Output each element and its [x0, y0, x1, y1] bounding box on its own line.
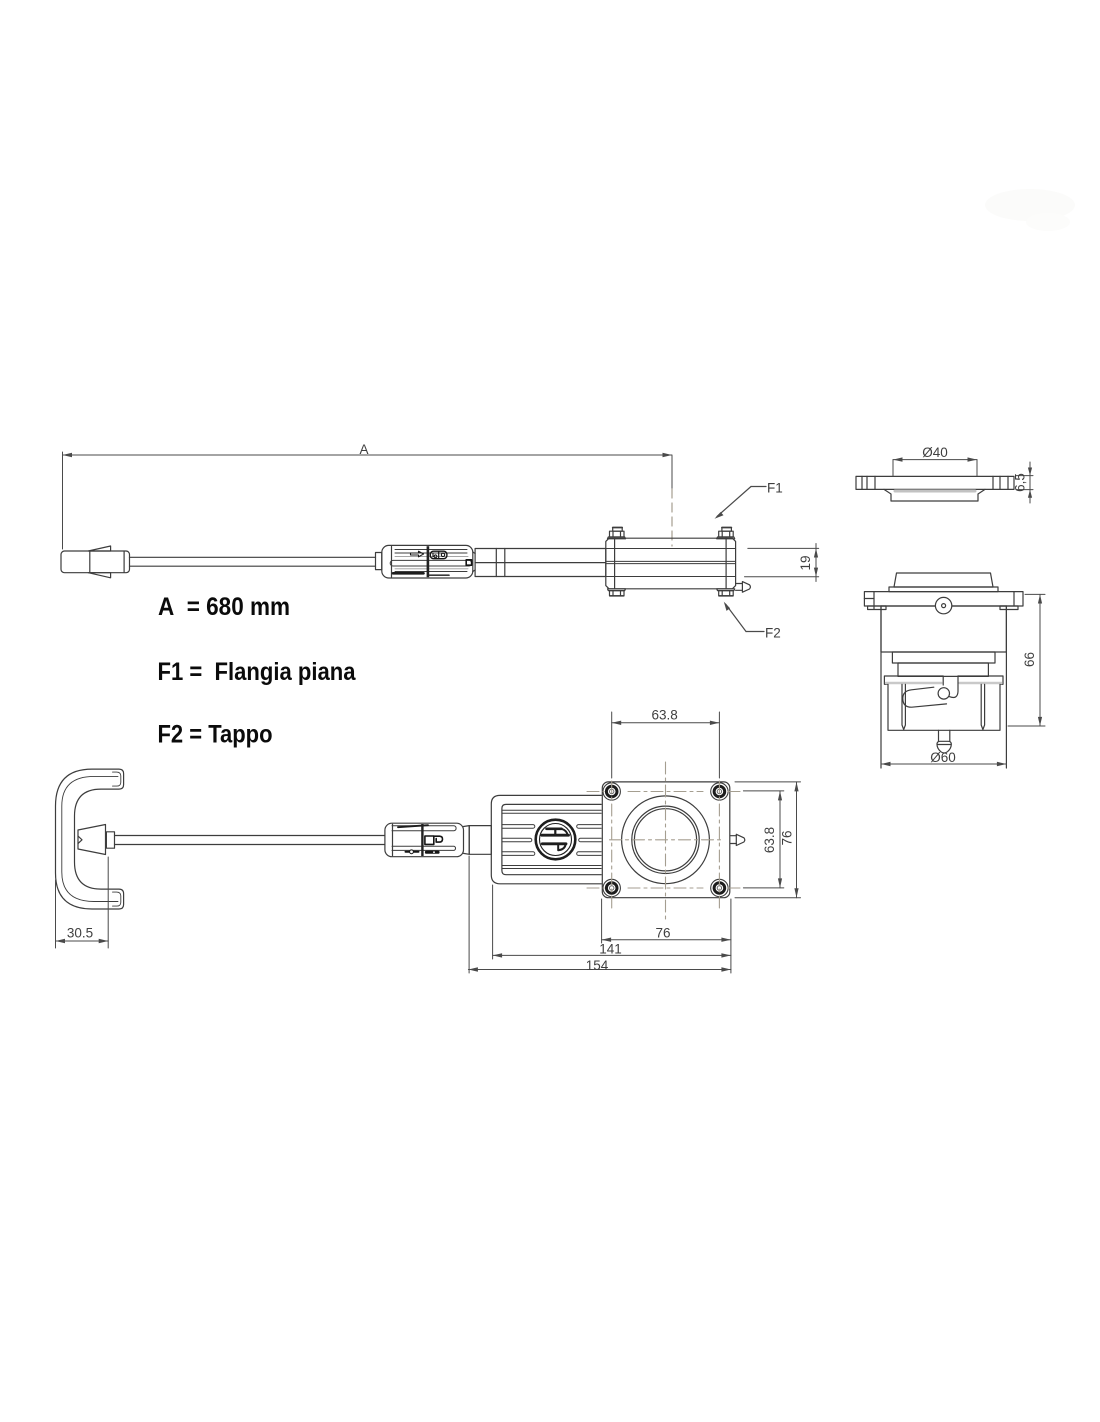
svg-text:30.5: 30.5: [67, 926, 93, 941]
svg-text:76: 76: [780, 830, 795, 845]
svg-text:A: A: [359, 442, 368, 457]
svg-text:6,5: 6,5: [1013, 473, 1028, 492]
svg-text:76: 76: [655, 926, 670, 941]
svg-text:F2: F2: [765, 626, 781, 641]
svg-text:19: 19: [798, 555, 813, 570]
svg-text:63.8: 63.8: [651, 708, 677, 723]
svg-text:F2 = Tappo: F2 = Tappo: [158, 721, 273, 749]
svg-text:F1 = Flangia piana: F1 = Flangia piana: [158, 658, 357, 686]
svg-text:141: 141: [599, 942, 622, 957]
svg-text:Ø60: Ø60: [930, 750, 956, 765]
svg-text:F1: F1: [767, 481, 783, 496]
svg-text:A = 680 mm: A = 680 mm: [158, 593, 290, 621]
svg-text:154: 154: [586, 958, 609, 973]
svg-text:63.8: 63.8: [762, 827, 777, 853]
svg-text:Ø40: Ø40: [922, 445, 948, 460]
svg-text:66: 66: [1022, 652, 1037, 667]
